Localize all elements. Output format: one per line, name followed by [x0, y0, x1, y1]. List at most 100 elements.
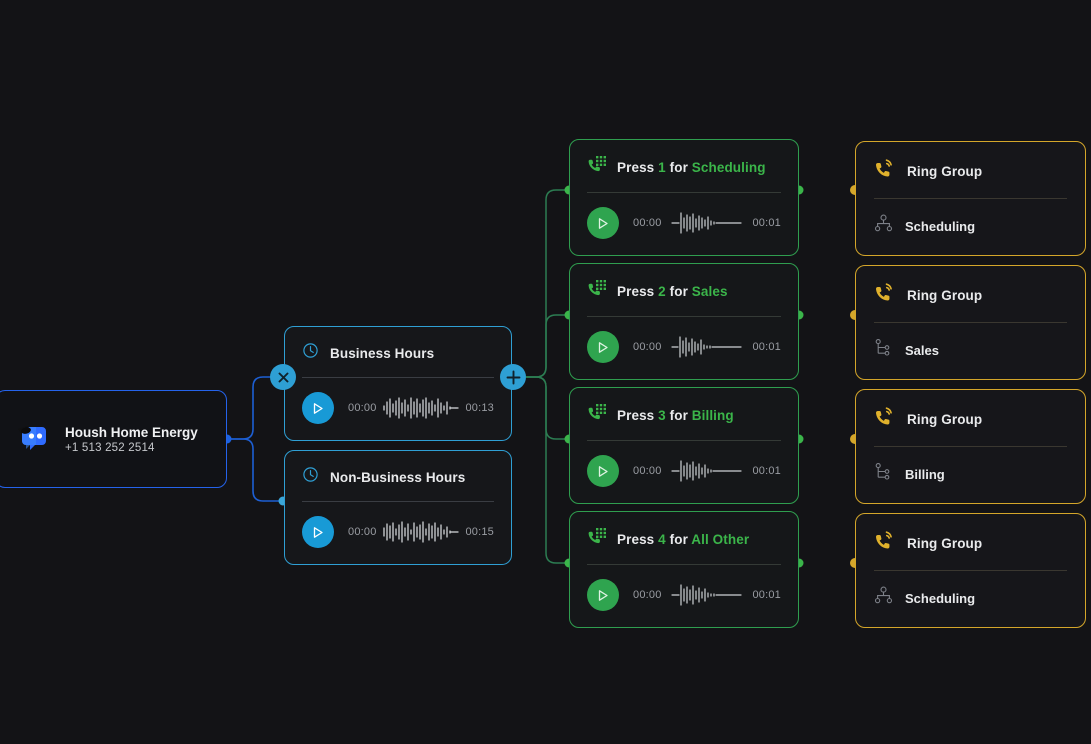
ring-group-card-4[interactable]: Ring Group Scheduling: [855, 513, 1086, 628]
play-button[interactable]: [587, 455, 619, 487]
hours-card-non-business[interactable]: Non-Business Hours 00:00: [284, 450, 512, 565]
play-button[interactable]: [587, 579, 619, 611]
current-time: 00:00: [348, 526, 377, 538]
ring-group-card-3[interactable]: Ring Group Billing: [855, 389, 1086, 504]
audio-waveform-icon[interactable]: [377, 395, 466, 421]
card-title: Non-Business Hours: [330, 469, 466, 485]
target-label: Scheduling: [905, 590, 976, 606]
card-header: Press 2 for Sales: [570, 264, 798, 316]
current-time: 00:00: [633, 465, 662, 477]
total-time: 00:15: [465, 526, 494, 538]
audio-waveform-icon[interactable]: [662, 582, 753, 608]
press-label: Press: [617, 531, 655, 547]
card-header: Business Hours: [285, 327, 511, 377]
card-header: Press 1 for Scheduling: [570, 140, 798, 192]
phone-ringing-icon: [874, 158, 895, 184]
divider: [874, 570, 1067, 571]
ivr-card-3[interactable]: Press 3 for Billing 00:00: [569, 387, 799, 504]
card-title: Press 4 for All Other: [617, 532, 749, 547]
play-button[interactable]: [587, 331, 619, 363]
for-label: for: [669, 407, 688, 423]
audio-waveform-icon[interactable]: [662, 458, 753, 484]
phone-ringing-icon: [874, 406, 895, 432]
origin-name: Housh Home Energy: [65, 424, 198, 440]
clock-icon: [302, 342, 319, 364]
play-icon: [313, 402, 323, 414]
audio-player: 00:00 00:01: [570, 441, 798, 503]
divider: [587, 564, 781, 565]
origin-phone: +1 513 252 2514: [65, 441, 155, 454]
ring-group-target: Billing: [856, 447, 1085, 503]
audio-waveform-icon[interactable]: [662, 210, 753, 236]
divider: [302, 377, 494, 378]
ivr-destination: Sales: [691, 283, 728, 299]
for-label: for: [669, 283, 688, 299]
card-title: Ring Group: [907, 163, 983, 179]
add-handle-button[interactable]: [500, 364, 526, 390]
card-title: Press 1 for Scheduling: [617, 160, 766, 175]
phone-dialpad-icon: [587, 155, 606, 179]
play-button[interactable]: [302, 516, 334, 548]
press-label: Press: [617, 407, 655, 423]
play-icon: [598, 465, 608, 477]
ivr-card-2[interactable]: Press 2 for Sales 00:00: [569, 263, 799, 380]
ring-group-target: Scheduling: [856, 199, 1085, 255]
ring-group-card-2[interactable]: Ring Group Sales: [855, 265, 1086, 380]
press-digit: 1: [658, 159, 666, 175]
press-digit: 3: [658, 407, 666, 423]
ivr-destination: Scheduling: [691, 159, 766, 175]
card-title: Press 3 for Billing: [617, 408, 734, 423]
target-label: Sales: [905, 342, 939, 358]
divider: [587, 440, 781, 441]
divider: [874, 198, 1067, 199]
card-header: Ring Group: [856, 266, 1085, 322]
audio-waveform-icon[interactable]: [662, 334, 753, 360]
card-header: Ring Group: [856, 390, 1085, 446]
card-header: Press 3 for Billing: [570, 388, 798, 440]
card-header: Ring Group: [856, 514, 1085, 570]
card-title: Ring Group: [907, 287, 983, 303]
target-label: Billing: [905, 466, 945, 482]
card-title: Press 2 for Sales: [617, 284, 728, 299]
ivr-destination: All Other: [691, 531, 750, 547]
audio-waveform-icon[interactable]: [377, 519, 466, 545]
chat-bubble-sunglasses-logo-icon: [14, 420, 52, 459]
card-header: Press 4 for All Other: [570, 512, 798, 564]
press-label: Press: [617, 283, 655, 299]
ring-group-target: Scheduling: [856, 571, 1085, 627]
play-icon: [313, 526, 323, 538]
ivr-card-1[interactable]: Press 1 for Scheduling 00:00: [569, 139, 799, 256]
ring-group-card-1[interactable]: Ring Group Scheduling: [855, 141, 1086, 256]
audio-player: 00:00 00:01: [570, 193, 798, 255]
branch-tree-icon: [874, 462, 893, 486]
ivr-card-4[interactable]: Press 4 for All Other 00:00: [569, 511, 799, 628]
play-button[interactable]: [587, 207, 619, 239]
audio-player: 00:00 00:01: [570, 565, 798, 627]
origin-node[interactable]: Housh Home Energy +1 513 252 2514: [0, 390, 227, 488]
plus-icon: [506, 370, 520, 384]
press-digit: 2: [658, 283, 666, 299]
org-chart-icon: [874, 586, 893, 610]
card-header: Non-Business Hours: [285, 451, 511, 501]
total-time: 00:01: [752, 589, 781, 601]
divider: [587, 316, 781, 317]
hours-card-business[interactable]: Business Hours 00:00: [284, 326, 512, 441]
org-chart-icon: [874, 214, 893, 238]
audio-player: 00:00 00:01: [570, 317, 798, 379]
divider: [302, 501, 494, 502]
divider: [587, 192, 781, 193]
origin-meta: Housh Home Energy +1 513 252 2514: [65, 425, 198, 454]
audio-player: 00:00: [285, 502, 511, 564]
play-icon: [598, 589, 608, 601]
close-handle-button[interactable]: [270, 364, 296, 390]
play-button[interactable]: [302, 392, 334, 424]
phone-dialpad-icon: [587, 279, 606, 303]
total-time: 00:01: [752, 341, 781, 353]
branch-tree-icon: [874, 338, 893, 362]
divider: [874, 446, 1067, 447]
play-icon: [598, 341, 608, 353]
audio-player: 00:00: [285, 378, 511, 440]
card-header: Ring Group: [856, 142, 1085, 198]
close-icon: [278, 372, 288, 382]
